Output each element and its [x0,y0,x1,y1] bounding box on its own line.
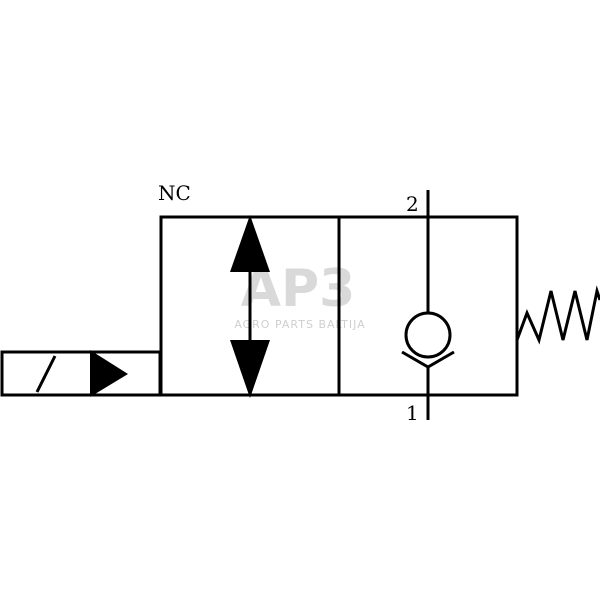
solenoid-arrow-icon [90,350,128,397]
return-spring [515,285,600,345]
watermark: AP3 AGRO PARTS BALTIJA [234,259,365,331]
flow-arrow-up-icon [230,215,270,272]
state-label: NC [158,181,191,205]
check-valve-seat [401,350,455,369]
solenoid-coil-slash [35,355,57,393]
check-valve-ball [404,311,452,359]
port-2-label: 2 [406,192,419,216]
solenoid-box [0,350,162,397]
port-1-label: 1 [406,401,419,425]
flow-arrow-down-icon [230,340,270,398]
watermark-tagline: AGRO PARTS BALTIJA [234,318,365,331]
